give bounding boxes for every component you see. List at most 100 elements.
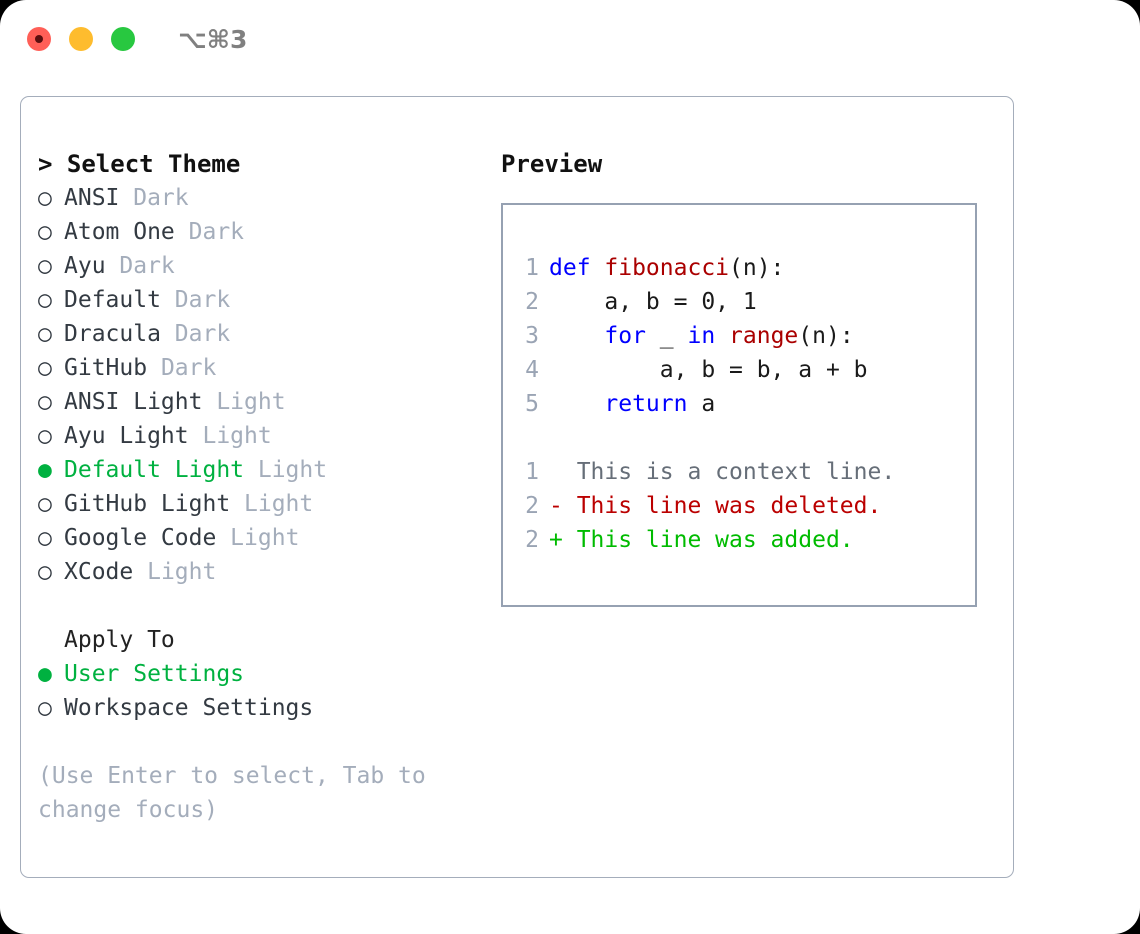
line-number: 3 — [525, 323, 539, 349]
diff-line-del: 2 - This line was deleted. — [515, 489, 895, 523]
code-token: (n): — [729, 255, 785, 281]
code-line: 2 a, b = 0, 1 — [515, 285, 895, 319]
theme-option-kind: Dark — [119, 185, 189, 211]
window-title-bar: ⌥⌘3 — [0, 0, 1140, 78]
minimize-button[interactable] — [69, 27, 93, 51]
theme-option-kind: Light — [133, 559, 217, 585]
apply-to-option-label: Workspace Settings — [64, 695, 314, 721]
code-token: _ — [645, 323, 688, 349]
apply-to-option-workspace-settings[interactable]: ○ Workspace Settings — [38, 691, 478, 725]
diff-line-text: This is a context line. — [549, 459, 896, 485]
theme-option-ayu-light[interactable]: ○ Ayu Light Light — [38, 419, 478, 453]
line-number: 1 — [525, 255, 539, 281]
code-token: for — [604, 323, 646, 349]
radio-unselected-icon: ○ — [38, 355, 52, 381]
theme-list[interactable]: ○ANSI Dark○Atom One Dark○Ayu Dark○Defaul… — [38, 181, 478, 589]
theme-option-ayu[interactable]: ○ Ayu Dark — [38, 249, 478, 283]
line-number: 4 — [525, 357, 539, 383]
select-theme-heading: > Select Theme — [38, 150, 241, 178]
radio-unselected-icon: ○ — [38, 423, 52, 449]
theme-option-atom-one[interactable]: ○Atom One Dark — [38, 215, 478, 249]
theme-option-kind: Dark — [174, 219, 245, 245]
code-token: in — [687, 323, 716, 349]
code-line: 1 def fibonacci(n): — [515, 251, 895, 285]
theme-option-kind: Dark — [160, 321, 231, 347]
theme-option-label: Ayu — [64, 253, 106, 279]
radio-unselected-icon: ○ — [38, 287, 52, 313]
close-button[interactable] — [27, 27, 51, 51]
radio-unselected-icon: ○ — [38, 525, 52, 551]
apply-to-section: Apply To ● User Settings ○ Workspace Settin… — [38, 623, 478, 725]
theme-option-label: Default — [64, 287, 161, 313]
theme-option-label: XCode — [64, 559, 134, 585]
theme-option-kind: Dark — [160, 287, 231, 313]
line-number: 2 — [525, 527, 539, 553]
code-token — [549, 323, 604, 349]
code-line: 4 a, b = b, a + b — [515, 353, 895, 387]
apply-to-heading: Apply To — [64, 627, 175, 653]
theme-option-default[interactable]: ○ Default Dark — [38, 283, 478, 317]
theme-option-github[interactable]: ○ GitHub Dark — [38, 351, 478, 385]
code-token: def — [549, 255, 605, 281]
theme-option-default-light[interactable]: ●Default Light Light — [38, 453, 478, 487]
radio-unselected-icon: ○ — [38, 491, 52, 517]
theme-option-kind: Light — [188, 423, 272, 449]
code-token: a, b = b, a + b — [549, 357, 868, 383]
theme-option-ansi[interactable]: ○ ANSI Dark — [38, 181, 478, 215]
preview-heading: Preview — [501, 150, 603, 178]
theme-option-ansi-light[interactable]: ○ ANSI Light Light — [38, 385, 478, 419]
theme-option-label: GitHub Light — [64, 491, 231, 517]
theme-option-kind: Dark — [105, 253, 175, 279]
code-token: (n): — [798, 323, 854, 349]
traffic-light-buttons — [27, 27, 135, 51]
theme-option-label: GitHub — [64, 355, 148, 381]
record-indicator-icon — [35, 35, 43, 43]
code-token — [715, 323, 729, 349]
theme-option-dracula[interactable]: ○Dracula Dark — [38, 317, 478, 351]
apply-to-option-user-settings[interactable]: ● User Settings — [38, 657, 478, 691]
radio-unselected-icon: ○ — [38, 389, 52, 415]
theme-option-kind: Light — [230, 491, 314, 517]
maximize-button[interactable] — [111, 27, 135, 51]
radio-unselected-icon: ○ — [38, 185, 52, 211]
keyboard-shortcut-label: ⌥⌘3 — [178, 24, 248, 54]
theme-picker-panel: > Select Theme ○ANSI Dark○Atom One Dark○… — [20, 96, 1014, 878]
code-blank-line — [515, 421, 895, 455]
code-token: range — [729, 323, 799, 349]
theme-option-label: Ayu Light — [64, 423, 189, 449]
theme-option-label: ANSI — [64, 185, 120, 211]
theme-option-google-code[interactable]: ○ Google Code Light — [38, 521, 478, 555]
theme-option-xcode[interactable]: ○ XCode Light — [38, 555, 478, 589]
theme-option-kind: Light — [202, 389, 286, 415]
theme-option-label: ANSI Light — [64, 389, 203, 415]
radio-selected-icon: ● — [38, 457, 52, 483]
diff-line-text: - This line was deleted. — [549, 493, 882, 519]
theme-option-kind: Light — [216, 525, 300, 551]
radio-unselected-icon: ○ — [38, 559, 52, 585]
code-token: a — [687, 391, 716, 417]
code-token — [549, 391, 604, 417]
radio-unselected-icon: ○ — [38, 253, 52, 279]
line-number: 1 — [525, 459, 539, 485]
apply-to-option-label: User Settings — [64, 661, 245, 687]
theme-option-label: Dracula — [64, 321, 161, 347]
code-token: return — [604, 391, 688, 417]
diff-line-text: + This line was added. — [549, 527, 854, 553]
theme-option-label: Google Code — [64, 525, 217, 551]
diff-line-add: 2 + This line was added. — [515, 523, 895, 557]
diff-line-ctx: 1 This is a context line. — [515, 455, 895, 489]
theme-option-label: Default Light — [64, 457, 245, 483]
line-number: 2 — [525, 289, 539, 315]
theme-option-kind: Dark — [147, 355, 217, 381]
radio-unselected-icon: ○ — [38, 695, 52, 721]
apply-to-list[interactable]: ● User Settings ○ Workspace Settings — [38, 657, 478, 725]
line-number: 2 — [525, 493, 539, 519]
theme-option-github-light[interactable]: ○ GitHub Light Light — [38, 487, 478, 521]
radio-unselected-icon: ○ — [38, 219, 52, 245]
code-line: 3 for _ in range(n): — [515, 319, 895, 353]
code-token: fibonacci — [604, 255, 730, 281]
radio-selected-icon: ● — [38, 661, 52, 687]
